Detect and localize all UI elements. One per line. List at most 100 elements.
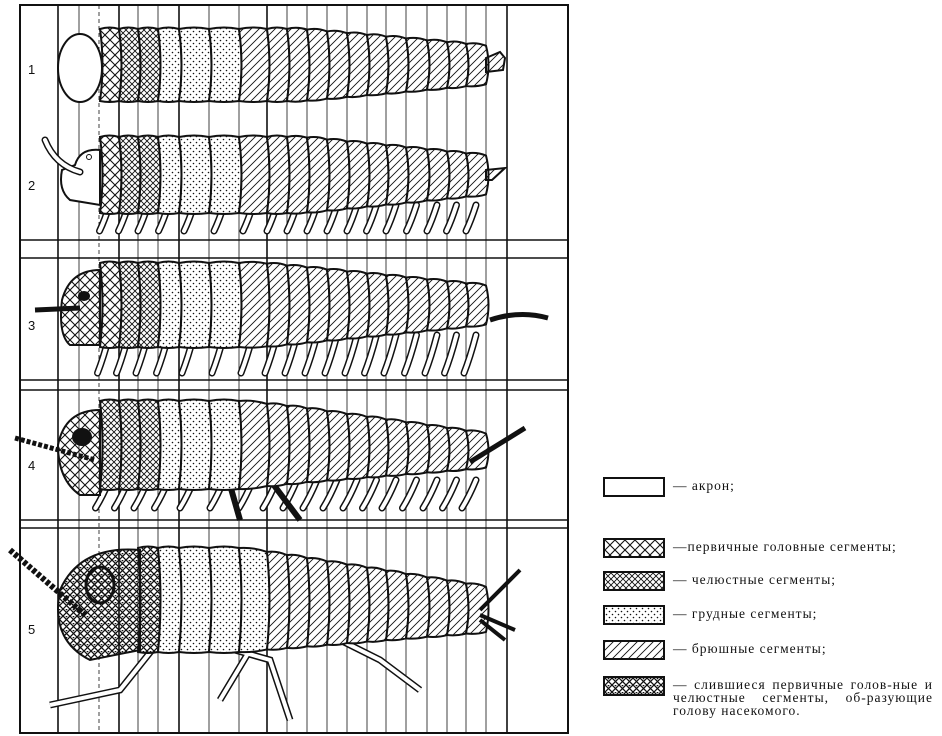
animals <box>8 26 549 722</box>
animal-1 <box>57 26 507 103</box>
abdominal-swatch <box>603 640 665 660</box>
legend-abdominal: — брюшные сегменты; <box>603 640 827 660</box>
segment-A <box>464 151 490 198</box>
segment-A <box>345 31 371 99</box>
segment-A <box>285 134 311 215</box>
head <box>57 548 141 662</box>
segment-A <box>325 409 351 482</box>
segment-A <box>365 33 390 97</box>
segment-A <box>445 150 470 200</box>
segment-A <box>445 426 470 473</box>
segment-A <box>464 42 490 88</box>
segment-A <box>305 556 331 648</box>
row-label-4: 4 <box>28 458 36 473</box>
segment-A <box>365 415 390 479</box>
primary-swatch <box>603 538 665 558</box>
segment-A <box>425 148 451 202</box>
leg <box>384 203 398 233</box>
segment-M <box>136 398 162 491</box>
legend-text: — брюшные сегменты; <box>673 641 827 656</box>
segment-A <box>365 566 390 643</box>
segment-M <box>117 134 142 215</box>
segment-A <box>425 576 451 638</box>
segment-A <box>265 26 291 103</box>
segment-A <box>305 266 331 344</box>
segment-A <box>285 26 311 103</box>
legend-text: — челюстные сегменты; <box>673 572 837 587</box>
head <box>60 268 101 346</box>
animal-2 <box>41 134 508 235</box>
antenna <box>14 435 96 463</box>
segment-A <box>345 140 371 210</box>
segment-A <box>384 35 410 95</box>
legend-maxillary: — челюстные сегменты; <box>603 571 836 591</box>
segment-T <box>177 134 213 215</box>
legend-acron: — акрон; <box>603 477 735 497</box>
eye <box>86 154 92 160</box>
row-label-1: 1 <box>28 62 36 77</box>
leg <box>423 333 439 375</box>
acron-head <box>60 148 101 207</box>
tail <box>485 166 508 181</box>
leg <box>400 478 419 510</box>
frame <box>19 4 569 734</box>
leg <box>382 333 398 375</box>
leg <box>460 478 478 510</box>
segment-A <box>237 134 271 215</box>
antenna <box>8 547 87 618</box>
segment-T <box>156 398 183 491</box>
segment-M <box>117 398 142 491</box>
antenna <box>43 138 82 174</box>
leg <box>341 478 359 510</box>
leg <box>464 203 478 233</box>
legend-thoracic: — грудные сегменты; <box>603 605 817 625</box>
compound-eye <box>84 565 116 605</box>
leg <box>442 333 459 375</box>
segment-A <box>285 404 311 486</box>
segment-T <box>207 398 243 491</box>
segment-A <box>345 412 371 480</box>
segment-A <box>404 421 431 476</box>
segment-T <box>207 134 243 215</box>
segment-A <box>325 560 351 646</box>
segment-A <box>265 550 291 651</box>
segment-A <box>325 268 351 342</box>
segment-M <box>98 398 123 491</box>
segment-A <box>345 270 371 340</box>
segment-T <box>177 260 213 349</box>
leg <box>380 478 398 510</box>
segment-A <box>305 27 331 102</box>
segment-A <box>445 579 470 637</box>
animal-5 <box>8 545 522 722</box>
walking-legs-fill <box>49 638 422 721</box>
segment-A <box>404 275 431 334</box>
leg <box>301 478 319 510</box>
segment-A <box>384 143 410 206</box>
segment-A <box>237 26 271 103</box>
segment-A <box>365 272 390 338</box>
row-label-3: 3 <box>28 318 36 333</box>
segment-A <box>265 134 291 215</box>
antenna <box>41 136 84 176</box>
tail <box>485 50 507 74</box>
segment-A <box>464 281 490 328</box>
segment-A <box>404 145 431 204</box>
legend-text: — грудные сегменты; <box>673 606 818 621</box>
segment-A <box>384 418 410 477</box>
segment-P <box>98 26 123 103</box>
segment-T <box>237 546 271 654</box>
segment-M <box>117 260 142 349</box>
segment-A <box>445 280 470 330</box>
segment-A <box>445 40 470 90</box>
segment-A <box>425 278 451 332</box>
segment-T <box>156 134 183 215</box>
segment-P <box>98 134 123 215</box>
segment-A <box>285 553 311 650</box>
legend-text: — слившиеся первичные голов-ные и челюст… <box>673 677 933 718</box>
segment-A <box>325 138 351 212</box>
maxillary-swatch <box>603 571 665 591</box>
legend-text: —первичные головные сегменты; <box>673 539 897 554</box>
segment-M <box>136 134 162 215</box>
leg <box>444 203 459 233</box>
leg <box>421 478 439 510</box>
